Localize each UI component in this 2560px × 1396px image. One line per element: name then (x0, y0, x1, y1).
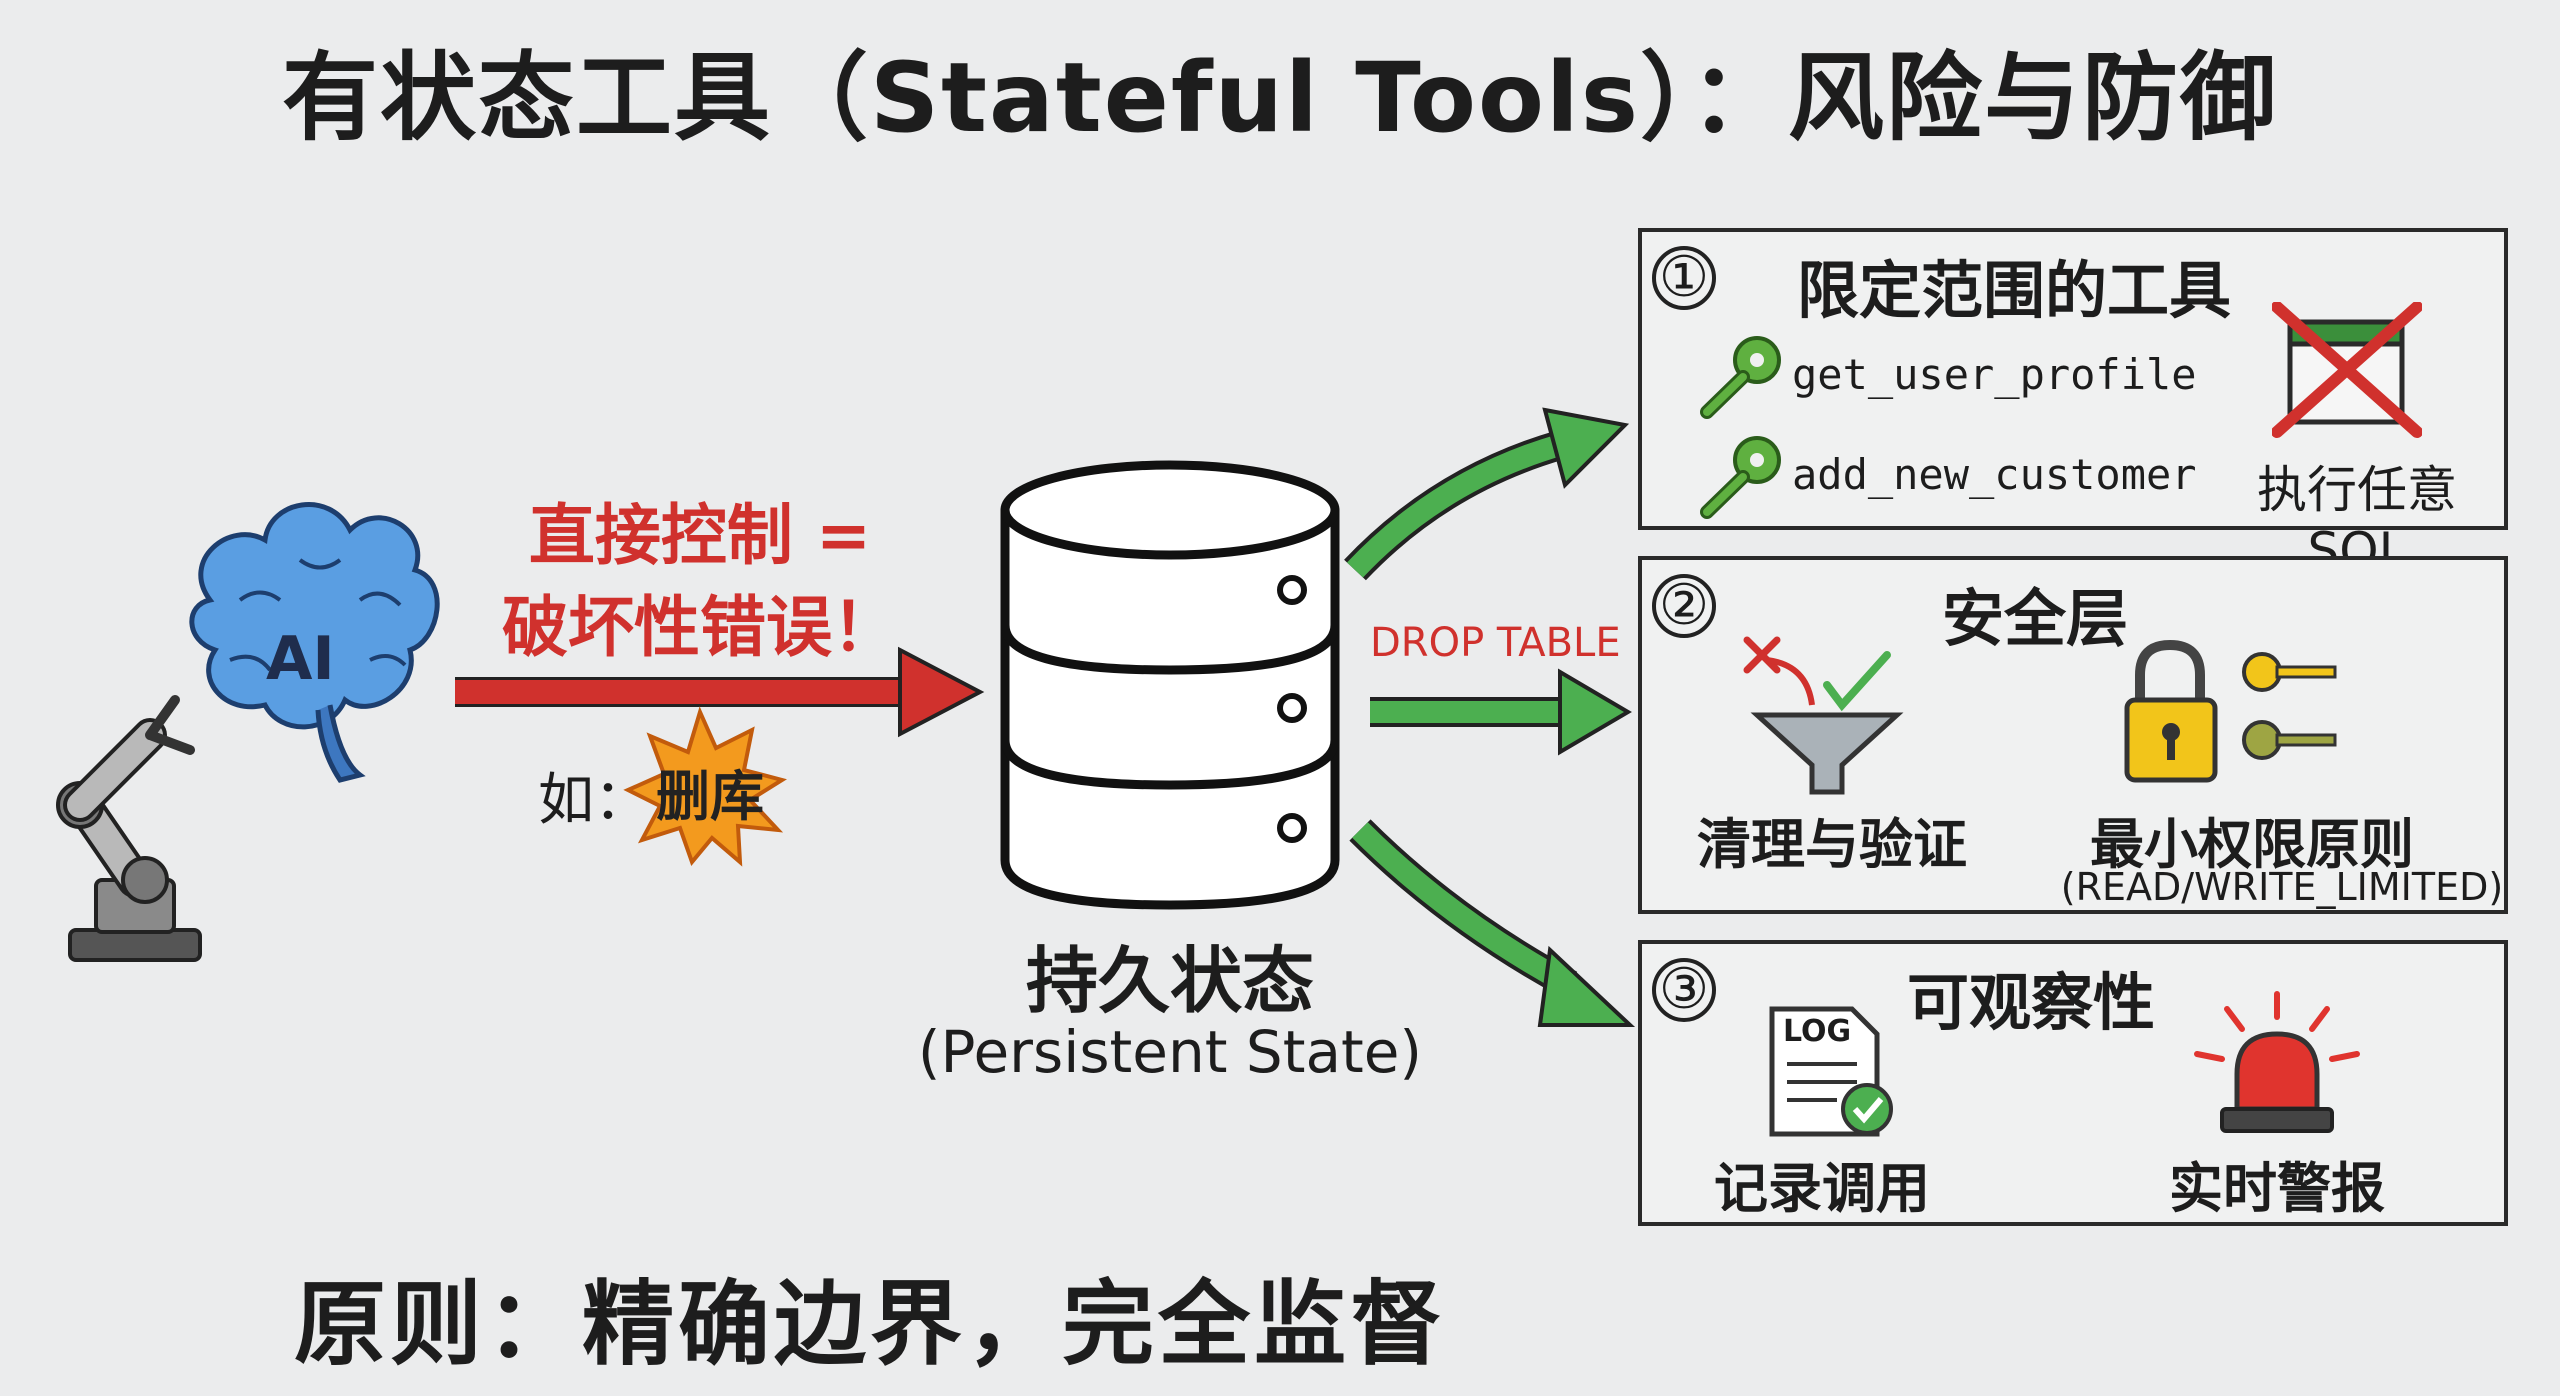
observability-item: 记录调用 (1714, 1157, 1930, 1220)
example-burst-text: 删库 (656, 765, 764, 828)
panel-2-number: ② (1652, 574, 1716, 638)
arrow-to-panel-1 (1344, 407, 1630, 581)
example-label: 如： (538, 768, 650, 833)
permission-note: (READ/WRITE_LIMITED) (2060, 865, 2504, 909)
tool-name: get_user_profile (1792, 350, 2197, 399)
key-icon (1700, 436, 1781, 519)
panel-security-layer: ② 安全层 清理与验证 最小权限原则 (READ/WRITE_LIMITED) (1638, 556, 2508, 914)
drop-table-label: DROP TABLE (1370, 620, 1621, 666)
robot-arm-icon (56, 695, 202, 962)
log-icon-text: LOG (1783, 1014, 1852, 1049)
principle-statement: 原则：精确边界，完全监督 (293, 1271, 1446, 1378)
lock-and-keys-icon (2124, 640, 2337, 783)
danger-line-1: 直接控制 = (528, 497, 872, 574)
danger-caption: 直接控制 = 破坏性错误！ (480, 490, 920, 674)
database-icon (1000, 460, 1340, 910)
explosion-icon (623, 706, 787, 867)
tool-name: add_new_customer (1792, 450, 2197, 499)
filter-funnel-icon (1743, 636, 1904, 795)
alarm-siren-icon (2194, 991, 2360, 1133)
arrow-to-panel-2 (1370, 668, 1632, 756)
log-doc-shape (1769, 1006, 1893, 1137)
key-icon (1700, 336, 1781, 419)
panel-1-title: 限定范围的工具 (1797, 254, 2232, 327)
panel-1-number: ① (1652, 246, 1716, 310)
page-title: 有状态工具（Stateful Tools）：风险与防御 (282, 42, 2278, 154)
blocked-sql-icon (2272, 302, 2422, 438)
panel-2-title: 安全层 (1942, 582, 2129, 655)
danger-line-2: 破坏性错误！ (502, 589, 898, 666)
security-item: 最小权限原则 (2090, 813, 2414, 876)
panel-3-title: 可观察性 (1907, 966, 2156, 1039)
brain-icon (189, 502, 440, 783)
state-label: 持久状态 (1025, 939, 1314, 1023)
panel-scoped-tools: ① 限定范围的工具 get_user_profile add_new_custo… (1638, 228, 2508, 580)
ai-label: AI (266, 624, 335, 694)
state-sub-label: (Persistent State) (917, 1018, 1423, 1086)
security-item: 清理与验证 (1697, 813, 1967, 876)
arrow-to-panel-3 (1349, 819, 1636, 1027)
log-document-icon: LOG (1767, 1004, 1893, 1139)
observability-item: 实时警报 (2169, 1157, 2385, 1220)
panel-3-number: ③ (1652, 958, 1716, 1022)
panel-observability: ③ 可观察性 LOG 记录调用 实时警报 (1638, 940, 2508, 1226)
